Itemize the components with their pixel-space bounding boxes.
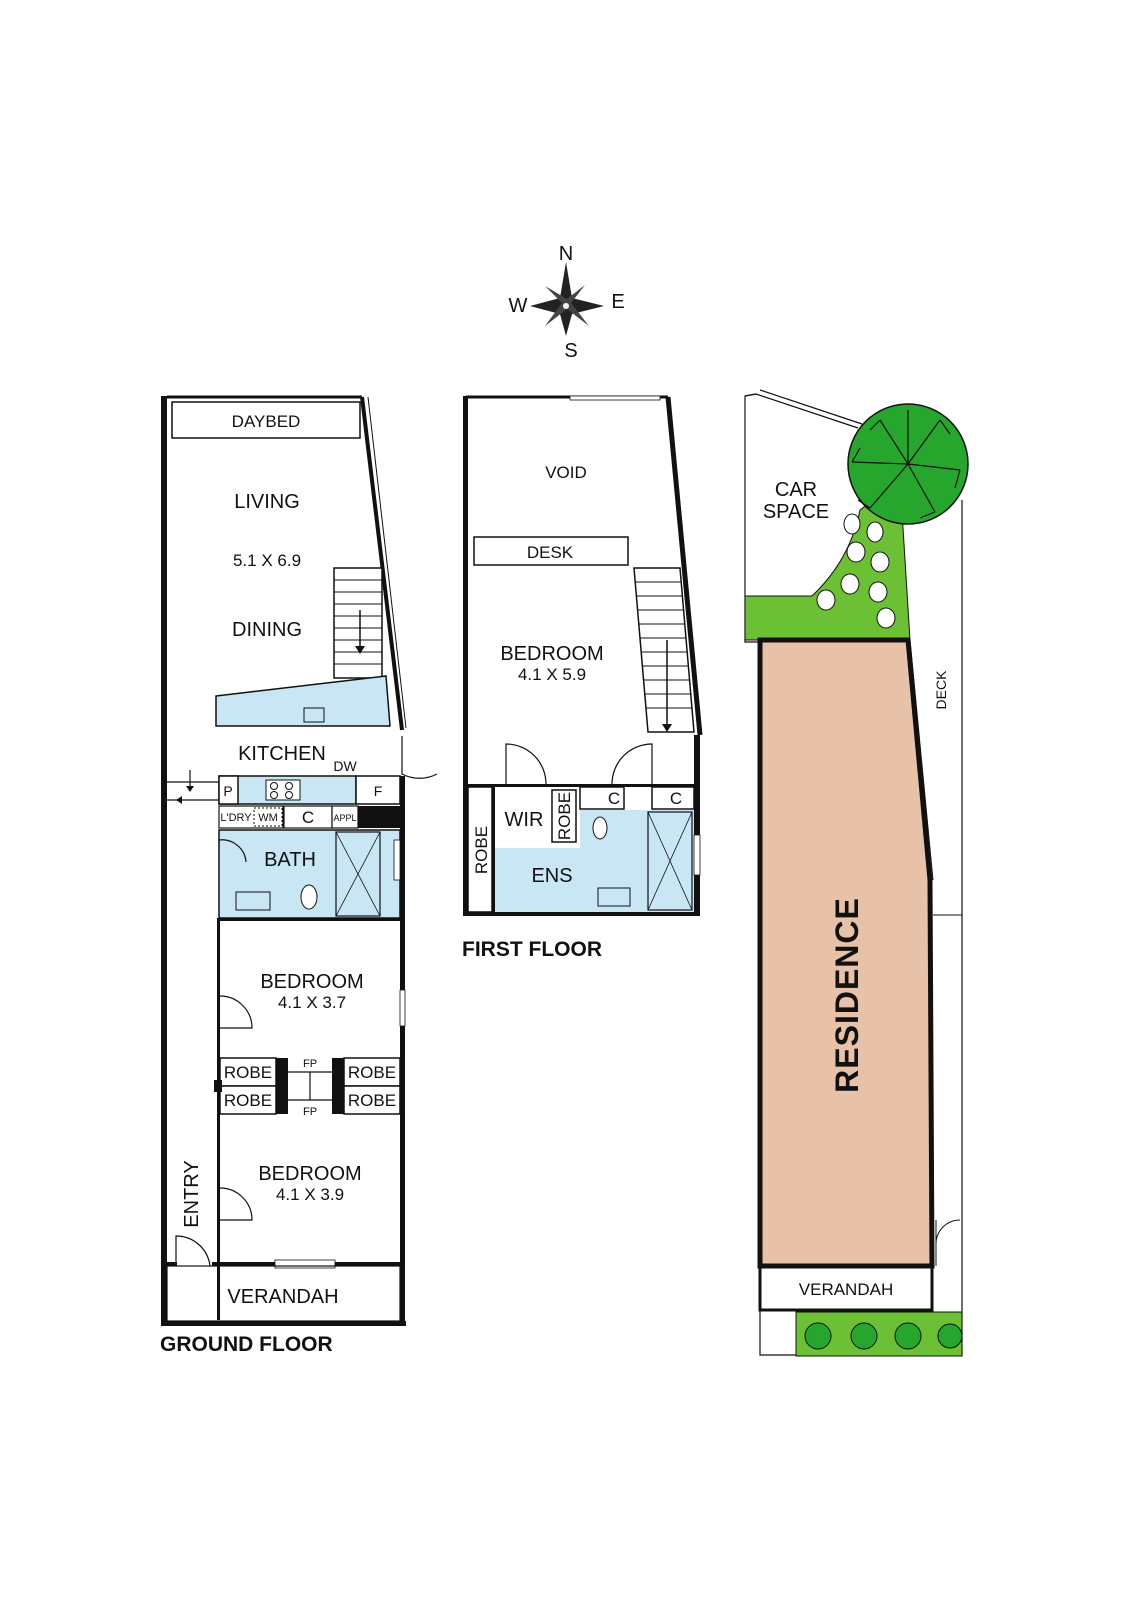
- ens-door-swing: [611, 743, 653, 785]
- ff-cupboard-label-2: C: [670, 789, 682, 808]
- robe-label-1: ROBE: [224, 1063, 272, 1082]
- shrub-icon: [894, 1322, 922, 1350]
- tree-icon: [847, 403, 969, 525]
- stairs-down-arrow-icon: [355, 646, 365, 654]
- ff-vanity-icon: [597, 887, 631, 907]
- site-verandah-label: VERANDAH: [799, 1280, 893, 1299]
- first-floor-title: FIRST FLOOR: [462, 938, 602, 961]
- compass-east: E: [611, 291, 624, 313]
- stepping-stone: [816, 589, 836, 611]
- ff-east-angled-wall: [665, 396, 703, 736]
- gf-bedroom1-label: BEDROOM: [260, 971, 363, 993]
- robe-label-2: ROBE: [224, 1091, 272, 1110]
- fp-label-2: FP: [303, 1106, 317, 1118]
- first-floor-plan: VOID DESK BEDROOM 4.1 X 5.9: [462, 395, 703, 961]
- fridge-label: F: [374, 783, 383, 799]
- gf-west-wall: [161, 396, 167, 1326]
- robes-fireplace: ROBE ROBE ROBE ROBE FP FP: [214, 1057, 401, 1118]
- toilet-icon: [300, 884, 318, 910]
- bedroom1-door-swing: [219, 995, 253, 1029]
- gf-cupboard-label: C: [302, 808, 314, 827]
- gf-stairs: [333, 567, 383, 679]
- ground-floor-plan: DAYBED LIVING 5.1 X 6.9 DINING KITCHEN D…: [160, 395, 438, 1356]
- entry-label: ENTRY: [181, 1160, 203, 1227]
- bedroom2-door-swing: [219, 1187, 253, 1221]
- appl-label: APPL: [333, 813, 356, 823]
- daybed: [171, 401, 361, 439]
- ff-bedroom-label: BEDROOM: [500, 643, 603, 665]
- kitchen-door-swing: [401, 736, 438, 779]
- wir-label: WIR: [505, 809, 544, 831]
- gf-bedroom2-dims: 4.1 X 3.9: [276, 1185, 344, 1204]
- bath-label: BATH: [264, 849, 316, 871]
- laundry-label: L'DRY: [220, 812, 252, 824]
- kitchen-island: [215, 675, 391, 727]
- deck-label: DECK: [933, 670, 949, 710]
- living-label: LIVING: [234, 491, 300, 513]
- ff-robe-label-2: ROBE: [555, 792, 574, 840]
- living-dims: 5.1 X 6.9: [233, 551, 301, 570]
- entry-door-swing: [175, 1235, 211, 1267]
- ff-bedroom-dims: 4.1 X 5.9: [518, 665, 586, 684]
- stepping-stone: [843, 513, 861, 535]
- ff-cupboard-label-1: C: [608, 789, 620, 808]
- ff-stairs: [633, 567, 695, 733]
- dining-label: DINING: [232, 619, 302, 641]
- robe-label-3: ROBE: [348, 1063, 396, 1082]
- stepping-stone: [868, 581, 888, 603]
- vanity-icon: [235, 891, 271, 911]
- shrub-icon: [937, 1323, 963, 1349]
- daybed-label: DAYBED: [232, 412, 301, 431]
- gf-south-wall: [161, 1321, 406, 1326]
- down-arrow-icon: [186, 786, 194, 792]
- kitchen-label: KITCHEN: [238, 743, 326, 765]
- residence: [757, 637, 935, 1269]
- stepping-stone: [866, 521, 884, 543]
- stepping-stone: [870, 551, 890, 573]
- compass-north: N: [559, 243, 573, 265]
- ff-robe-label-1: ROBE: [472, 826, 491, 874]
- site-plan: CAR SPACE DECK RESIDENCE VERANDAH: [744, 389, 969, 1357]
- gf-east-angled-wall: [360, 396, 404, 731]
- dw-label: DW: [333, 758, 357, 774]
- robe-label-4: ROBE: [348, 1091, 396, 1110]
- compass-west: W: [509, 295, 528, 317]
- shrub-icon: [850, 1322, 878, 1350]
- shrub-icon: [804, 1322, 832, 1350]
- car-space-label-line1: CAR: [775, 479, 817, 501]
- fp-label-1: FP: [303, 1058, 317, 1070]
- ff-toilet-icon: [592, 816, 608, 840]
- cooktop-icon: [265, 779, 301, 801]
- desk: [473, 536, 629, 566]
- stepping-stone: [840, 573, 860, 595]
- stepping-stone: [876, 607, 896, 629]
- gf-verandah-label: VERANDAH: [227, 1286, 338, 1308]
- ff-stairs-down-arrow-icon: [662, 724, 672, 732]
- compass-south: S: [564, 340, 577, 362]
- residence-label: RESIDENCE: [829, 897, 865, 1093]
- car-space-label-line2: SPACE: [763, 501, 829, 523]
- wm-label: WM: [258, 812, 278, 824]
- desk-label: DESK: [527, 543, 574, 562]
- compass: N S E W: [509, 243, 625, 362]
- stepping-stone: [846, 541, 866, 563]
- ground-floor-title: GROUND FLOOR: [160, 1333, 333, 1356]
- gf-bedroom2-label: BEDROOM: [258, 1163, 361, 1185]
- pantry-label: P: [223, 783, 232, 799]
- left-arrow-icon: [176, 796, 182, 804]
- gf-bedroom1-dims: 4.1 X 3.7: [278, 993, 346, 1012]
- gf-east-lower-wall: [400, 776, 405, 1326]
- ens-label: ENS: [531, 865, 572, 887]
- void-label: VOID: [545, 463, 587, 482]
- wir-door-swing: [505, 743, 547, 785]
